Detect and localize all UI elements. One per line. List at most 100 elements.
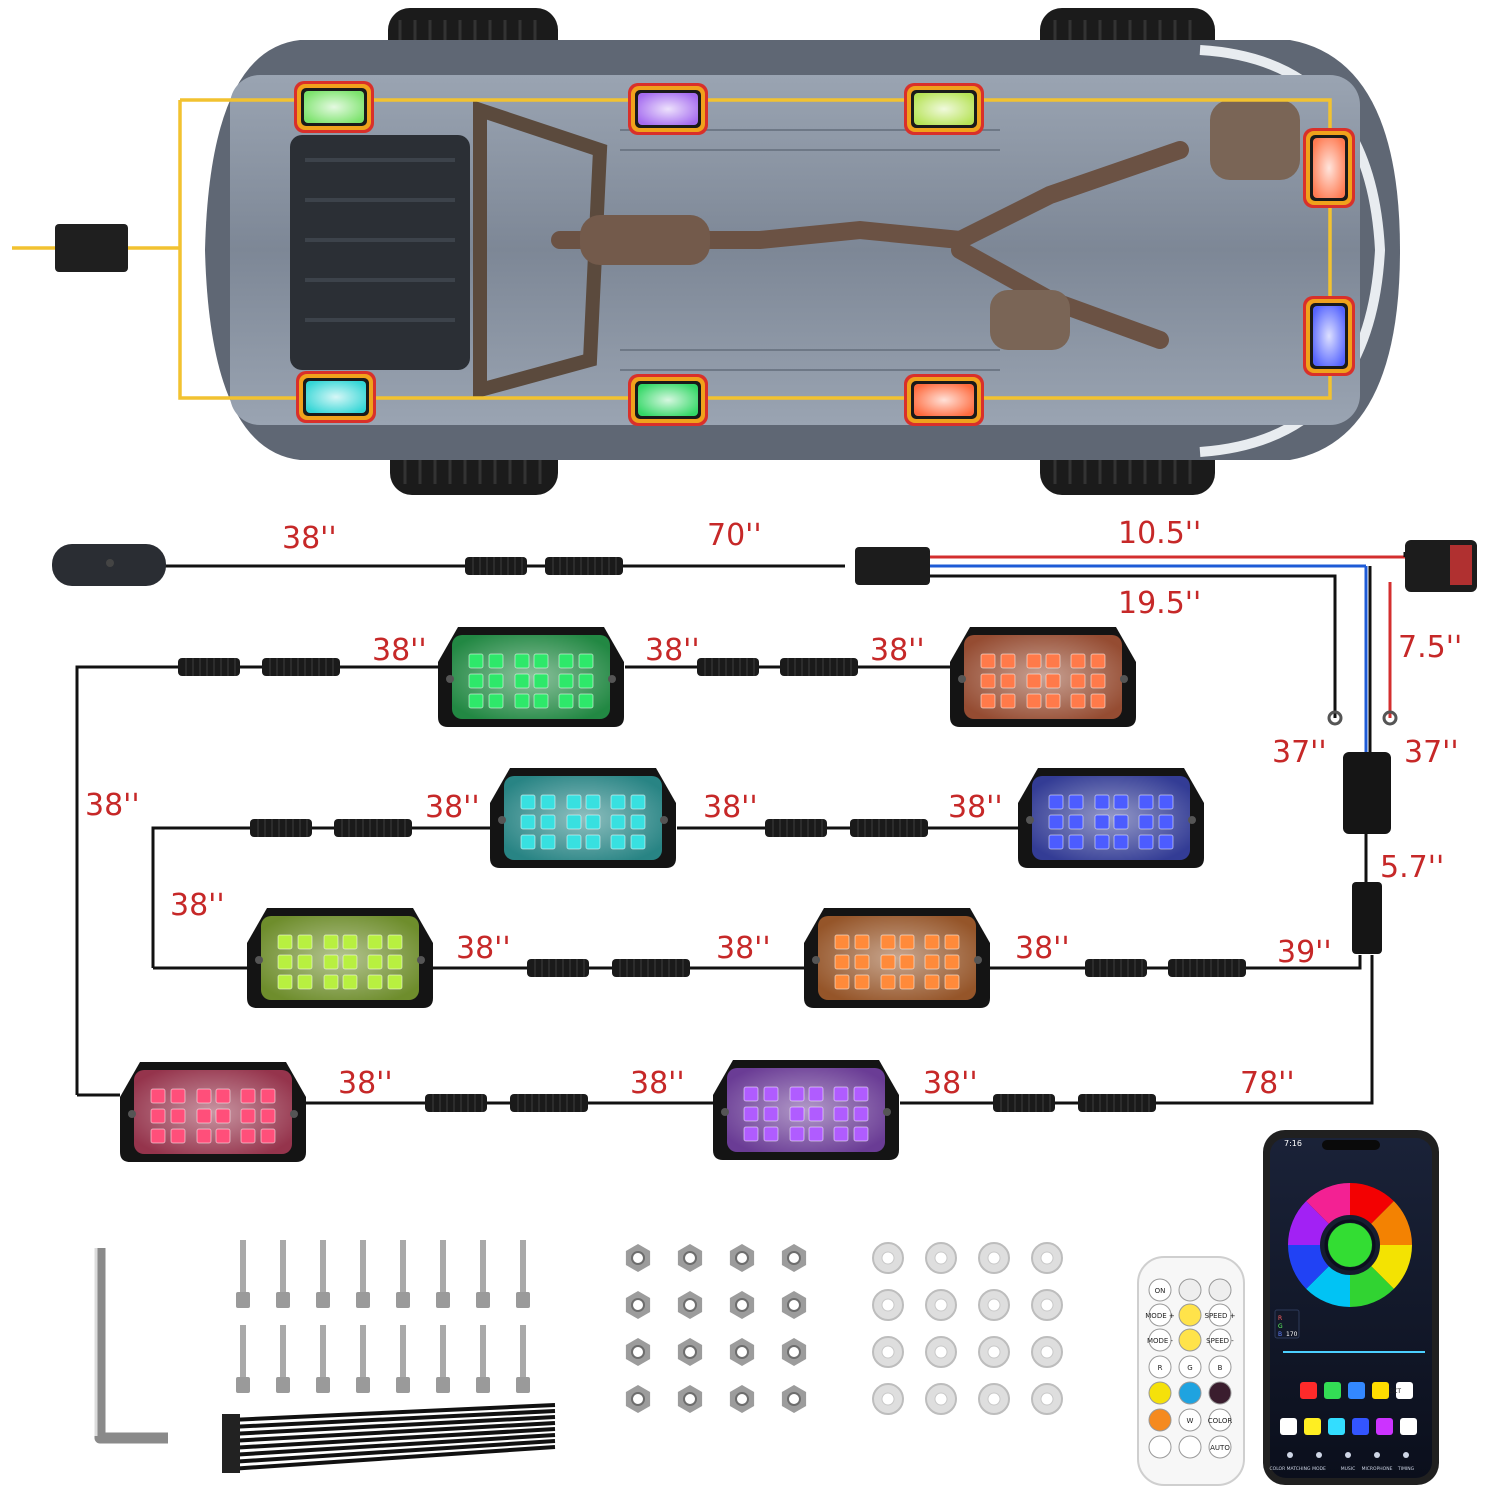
mode-up-button[interactable]: MODE +	[1145, 1303, 1175, 1327]
len-switch-38: 38''	[282, 521, 337, 556]
waterproof-connector	[545, 557, 623, 575]
brightness-down-button[interactable]	[1208, 1278, 1232, 1302]
phone-swatch[interactable]	[1348, 1382, 1365, 1399]
len-red-10-5: 10.5''	[1118, 516, 1201, 551]
svg-text:COLOR: COLOR	[1208, 1417, 1233, 1425]
color-button[interactable]: COLOR	[1208, 1408, 1233, 1432]
mic-button[interactable]	[1178, 1435, 1202, 1459]
hex-nut	[625, 1244, 651, 1272]
phone-swatch[interactable]	[1280, 1418, 1297, 1435]
len-row4-78: 78''	[1240, 1066, 1295, 1101]
zip-tie	[222, 1427, 556, 1452]
phone-swatch[interactable]	[1352, 1418, 1369, 1435]
bolt	[316, 1240, 330, 1308]
y-splitter	[855, 547, 930, 585]
waterproof-connector	[262, 658, 340, 676]
phone-cct-label: CCT	[1389, 1388, 1401, 1395]
len-row3-a: 38''	[456, 931, 511, 966]
zip-tie	[222, 1409, 556, 1431]
phone-swatch[interactable]	[1396, 1382, 1413, 1399]
hex-nut	[677, 1385, 703, 1413]
phone-swatch[interactable]	[1300, 1382, 1317, 1399]
phone-swatch[interactable]	[1400, 1418, 1417, 1435]
washer	[978, 1383, 1010, 1415]
wiring-diagram	[75, 552, 1407, 1105]
phone-tab-microphone[interactable]: MICROPHONE	[1362, 1452, 1393, 1472]
hex-nut	[781, 1385, 807, 1413]
dim-button[interactable]	[1178, 1328, 1202, 1352]
phone-tab-mode[interactable]: MODE	[1312, 1452, 1326, 1472]
phone-swatch[interactable]	[1328, 1418, 1345, 1435]
green-button[interactable]: G	[1178, 1355, 1202, 1379]
ring-terminal-right	[1382, 710, 1398, 726]
len-ring-left-37: 37''	[1272, 735, 1327, 770]
zip-tie	[222, 1415, 556, 1438]
zip-tie	[222, 1403, 556, 1424]
washer	[872, 1289, 904, 1321]
phone-swatch[interactable]	[1304, 1418, 1321, 1435]
waterproof-connector	[334, 819, 412, 837]
rock-light-6	[804, 908, 990, 1008]
speed-down-button[interactable]: SPEED -	[1206, 1328, 1234, 1352]
orange-button[interactable]	[1148, 1408, 1172, 1432]
rock-lights	[120, 627, 1204, 1162]
len-row2-c: 38''	[948, 790, 1003, 825]
control-box-top	[55, 224, 128, 272]
len-red-7-5: 7.5''	[1398, 630, 1462, 665]
phone-swatch[interactable]	[1376, 1418, 1393, 1435]
brightness-up-button[interactable]	[1178, 1278, 1202, 1302]
bright-button[interactable]	[1178, 1303, 1202, 1327]
hardware	[94, 1240, 1063, 1473]
car-chassis	[230, 75, 1360, 425]
rock-light-4	[1018, 768, 1204, 868]
pod-front-right	[296, 371, 376, 423]
washer	[1031, 1242, 1063, 1274]
waterproof-connector	[250, 819, 312, 837]
color-wheel	[1288, 1183, 1412, 1307]
controller-plug	[1352, 882, 1382, 954]
svg-text:COLOR MATCHING: COLOR MATCHING	[1270, 1466, 1311, 1472]
waterproof-connector	[178, 658, 240, 676]
svg-text:ON: ON	[1155, 1287, 1166, 1295]
bolt	[436, 1325, 450, 1393]
speed-up-button[interactable]: SPEED +	[1205, 1303, 1236, 1327]
washer	[872, 1242, 904, 1274]
len-row4-c: 38''	[923, 1066, 978, 1101]
red-button[interactable]: R	[1148, 1355, 1172, 1379]
phone-swatch[interactable]	[1372, 1382, 1389, 1399]
bolt	[476, 1325, 490, 1393]
bolt	[236, 1325, 250, 1393]
washer	[1031, 1289, 1063, 1321]
waterproof-connector	[612, 959, 690, 977]
hex-nut	[729, 1291, 755, 1319]
muffler-top	[1210, 100, 1300, 180]
bolt	[356, 1325, 370, 1393]
phone-tab-timing[interactable]: TIMING	[1397, 1452, 1415, 1472]
rock-light-3	[490, 768, 676, 868]
cyan-button[interactable]	[1178, 1381, 1202, 1405]
mode-down-button[interactable]: MODE -	[1147, 1328, 1174, 1352]
ring-terminal-left	[1327, 710, 1343, 726]
yellow-button[interactable]	[1148, 1381, 1172, 1405]
white-button[interactable]: W	[1178, 1408, 1202, 1432]
hex-nut	[625, 1385, 651, 1413]
phone-tab-color-matching[interactable]: COLOR MATCHING	[1270, 1452, 1311, 1472]
zip-tie	[222, 1439, 556, 1466]
phone-swatch[interactable]	[1324, 1382, 1341, 1399]
len-main-70: 70''	[707, 518, 762, 553]
len-inner-vertical: 38''	[170, 888, 225, 923]
washer	[925, 1242, 957, 1274]
phone-time: 7:16	[1284, 1139, 1302, 1148]
auto-button[interactable]: AUTO	[1208, 1435, 1232, 1459]
phone-tab-music[interactable]: MUSIC	[1341, 1452, 1356, 1472]
power-button[interactable]: ON	[1148, 1278, 1172, 1302]
washer	[925, 1383, 957, 1415]
waterproof-connector	[527, 959, 589, 977]
purple-button[interactable]	[1208, 1381, 1232, 1405]
music-button[interactable]	[1148, 1435, 1172, 1459]
blue-button[interactable]: B	[1208, 1355, 1232, 1379]
rock-light-5	[247, 908, 433, 1008]
bolt	[276, 1325, 290, 1393]
svg-text:MUSIC: MUSIC	[1341, 1466, 1356, 1472]
hex-nut	[781, 1291, 807, 1319]
